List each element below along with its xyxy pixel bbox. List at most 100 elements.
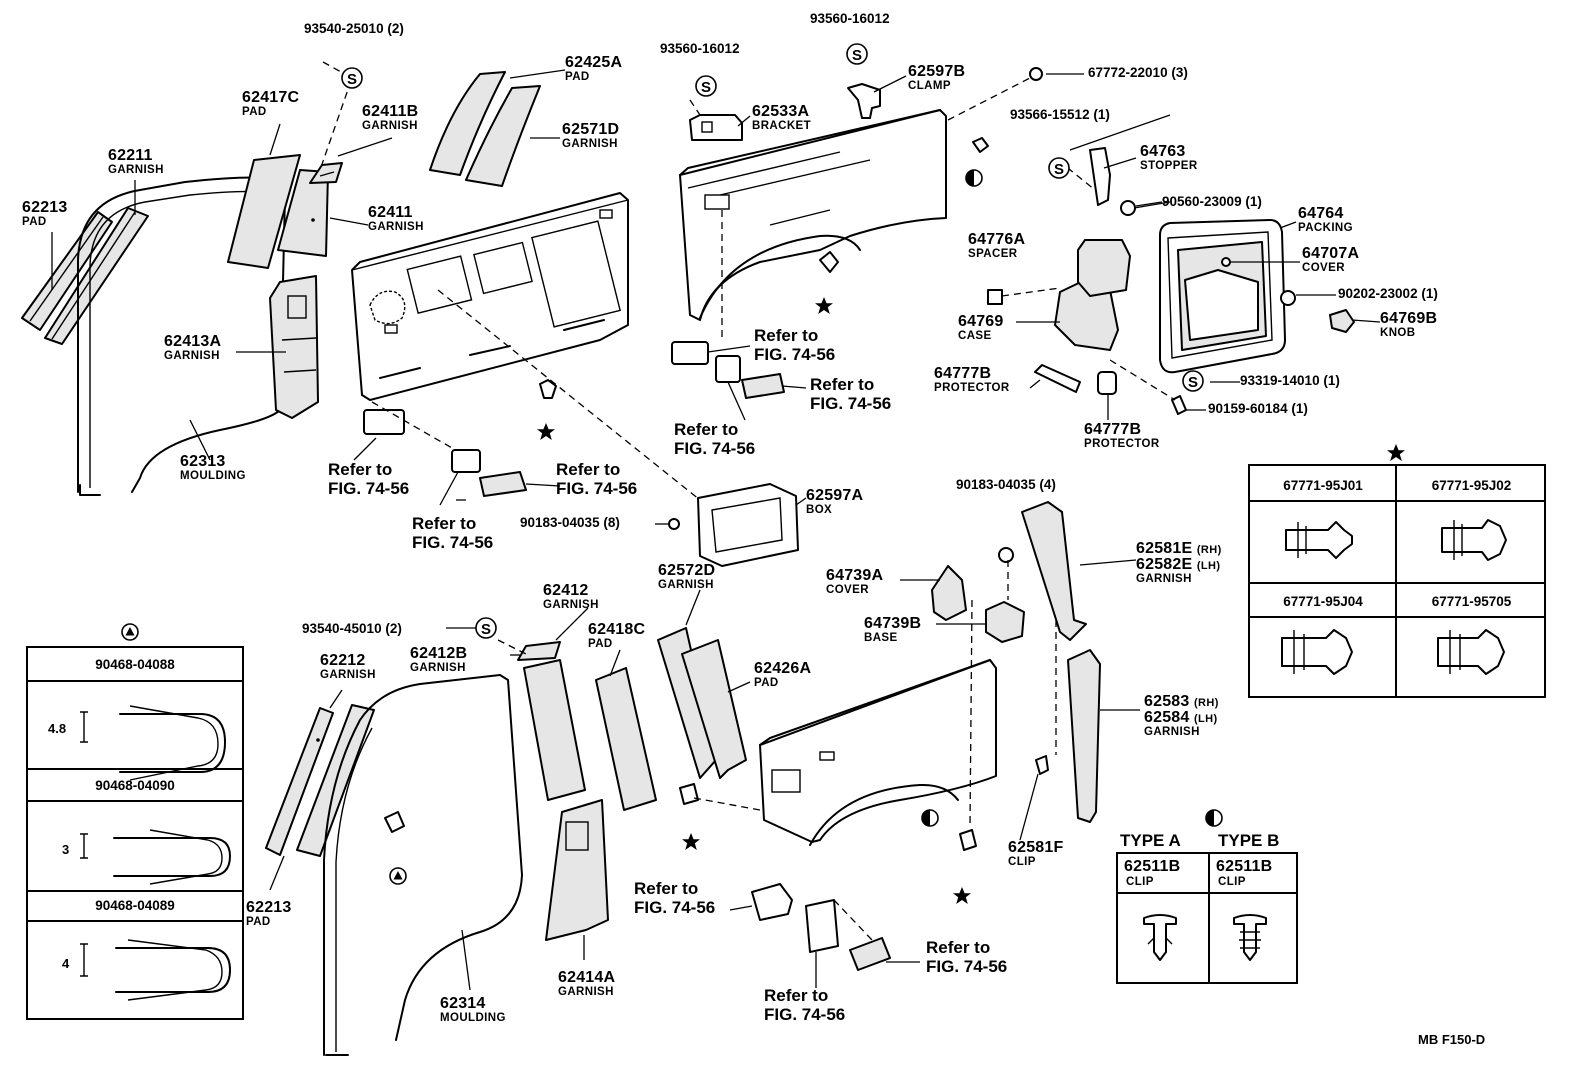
knob-64769b	[1329, 309, 1355, 333]
garnish-62413a	[269, 275, 319, 419]
protector-64777b-upper	[1034, 364, 1081, 393]
lower-small-clip	[384, 811, 405, 833]
refer-note-4: Refer to FIG. 74-56	[754, 326, 836, 364]
garnish-62411b	[309, 162, 343, 184]
base-64739b	[985, 601, 1025, 643]
clip-table-row-divider-1	[1250, 500, 1544, 502]
clip-table-drawings	[1281, 519, 1507, 675]
svg-text:S: S	[852, 47, 862, 64]
hardware-90183-04035-8: 90183-04035 (8)	[520, 515, 620, 530]
clip-reference-table: 67771-95J01 67771-95J02 67771-95J04 6777…	[1248, 464, 1546, 698]
garnish-62211	[44, 207, 149, 345]
upper-pocket-parts	[363, 341, 785, 497]
hardware-93319-14010: 93319-14010 (1)	[1240, 373, 1340, 388]
refer-note-5: Refer to FIG. 74-56	[810, 375, 892, 413]
type-b-part-number: 62511B	[1216, 858, 1273, 875]
svg-text:S: S	[1054, 161, 1064, 178]
callout-62581e-62582e: 62581E (RH) 62582E (LH) GARNISH	[1136, 540, 1222, 585]
lower-right-trim-panel	[759, 659, 997, 846]
hardware-93540-25010: 93540-25010 (2)	[304, 21, 404, 36]
clip-type-table: 62511B CLIP 62511B CLIP	[1116, 852, 1298, 984]
svg-text:S: S	[481, 621, 491, 638]
hardware-93566-15512: 93566-15512 (1)	[1010, 107, 1110, 122]
pad-62417c	[227, 154, 301, 269]
svg-text:S: S	[1188, 374, 1198, 391]
panel-small-clips	[539, 137, 989, 399]
cover-64739a	[931, 565, 967, 621]
moulding-62314	[323, 674, 523, 1056]
type-a-part-number: 62511B	[1124, 858, 1181, 875]
pad-62425a	[429, 71, 506, 176]
refer-note-6: Refer to FIG. 74-56	[674, 420, 756, 458]
wire-size-2: 3	[62, 842, 70, 857]
s-symbols: S S S S S S	[341, 43, 1204, 639]
clip-table-row-divider-2	[1250, 582, 1544, 584]
svg-text:S: S	[347, 71, 357, 88]
bracket-62533a	[689, 114, 743, 141]
refer-note-3: Refer to FIG. 74-56	[556, 460, 638, 498]
type-b-heading: TYPE B	[1218, 831, 1280, 850]
figure-code-footer: MB F150-D	[1418, 1032, 1486, 1047]
clip-62581f	[1035, 755, 1049, 775]
wire-table-divider-5	[28, 920, 242, 922]
hardware-90159-60184: 90159-60184 (1)	[1208, 401, 1308, 416]
upper-middle-trim-panel	[679, 109, 947, 321]
clip-code-3: 67771-95J04	[1283, 594, 1363, 609]
garnish-62581e	[1021, 501, 1087, 641]
protector-64777b-lower	[1097, 371, 1117, 395]
wire-size-3: 4	[62, 956, 70, 971]
hardware-93560-16012-right: 93560-16012	[810, 11, 890, 26]
clip-table-vertical-divider	[1395, 466, 1397, 696]
hardware-90183-04035-4: 90183-04035 (4)	[956, 477, 1056, 492]
wire-size-1: 4.8	[48, 721, 67, 736]
type-b-part-name: CLIP	[1218, 876, 1246, 888]
case-64769	[1054, 239, 1131, 351]
wire-code-2: 90468-04090	[95, 778, 175, 793]
garnish-62571d	[465, 85, 541, 187]
wire-code-1: 90468-04088	[95, 657, 175, 672]
hardware-93560-16012-left: 93560-16012	[660, 41, 740, 56]
garnish-62414a	[545, 799, 609, 941]
refer-note-1: Refer to FIG. 74-56	[328, 460, 410, 498]
garnish-62583	[1067, 649, 1101, 823]
clamp-62597b	[847, 83, 881, 119]
clip-code-1: 67771-95J01	[1283, 478, 1363, 493]
hardware-93540-45010: 93540-45010 (2)	[302, 621, 402, 636]
lower-pocket-parts	[679, 783, 977, 971]
type-table-vertical-divider	[1208, 854, 1210, 982]
clip-table-row-divider-3	[1250, 616, 1544, 618]
leader-lines	[51, 69, 1381, 991]
type-table-row-divider	[1118, 892, 1296, 894]
clip-code-2: 67771-95J02	[1431, 478, 1512, 493]
wire-table-divider-1	[28, 680, 242, 682]
wire-table-divider-2	[28, 768, 242, 770]
clip-code-4: 67771-95705	[1431, 594, 1512, 609]
pad-62418c	[595, 667, 657, 811]
garnish-62412	[523, 659, 586, 801]
box-62597a	[697, 483, 799, 567]
